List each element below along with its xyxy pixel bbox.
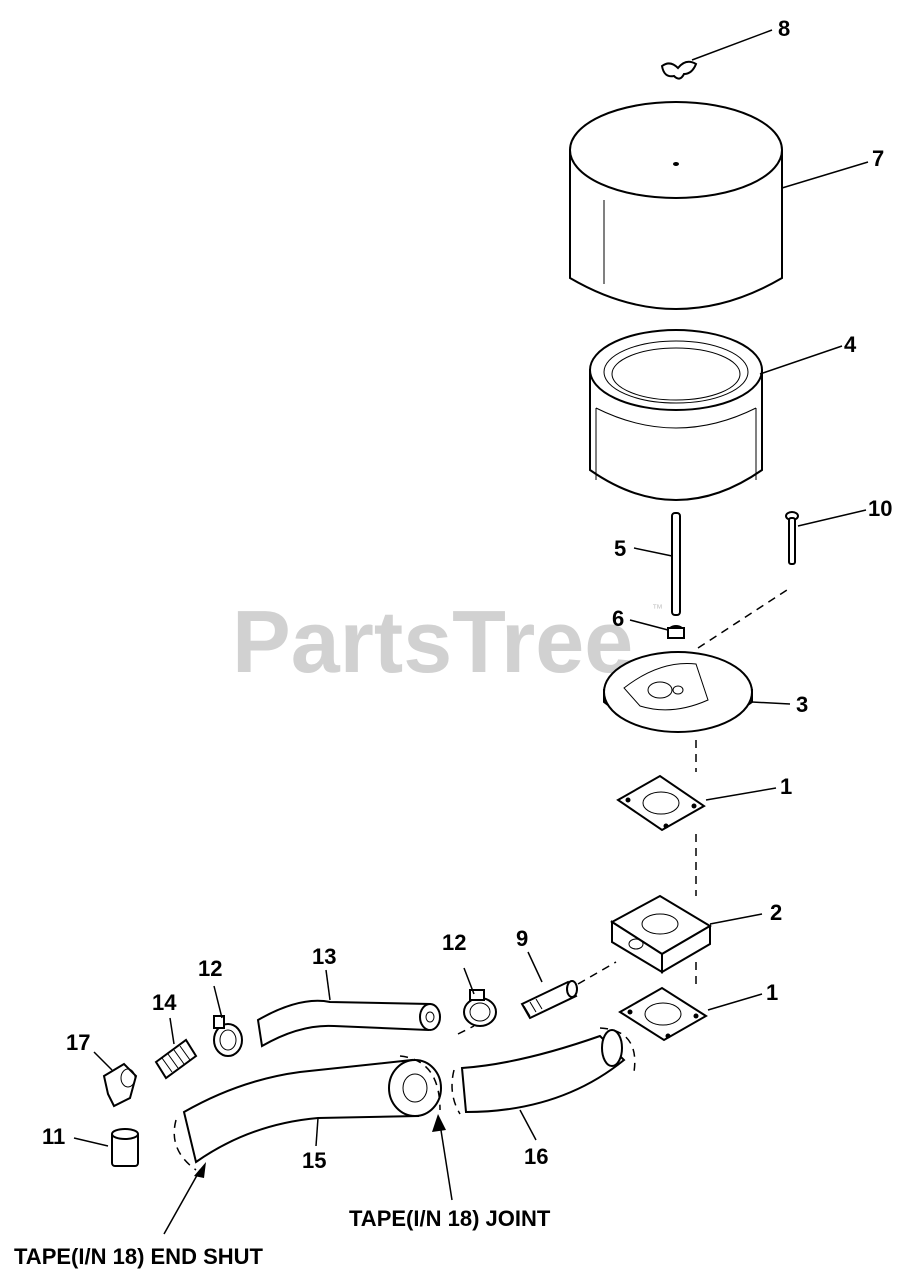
callout-12-left: 12 [198, 956, 222, 981]
callout-10: 10 [868, 496, 892, 521]
part-12-hose-clamp-left[interactable] [213, 1015, 243, 1057]
callout-3: 3 [796, 692, 808, 717]
part-1-gasket-lower[interactable] [618, 986, 708, 1042]
watermark: PartsTree ™ [232, 592, 663, 691]
watermark-trademark: ™ [652, 603, 663, 615]
callout-4: 4 [844, 332, 857, 357]
watermark-text: PartsTree [232, 592, 633, 691]
callout-14: 14 [152, 990, 177, 1015]
callout-6: 6 [612, 606, 624, 631]
callout-7: 7 [872, 146, 884, 171]
part-6-nut[interactable] [667, 625, 685, 639]
part-8-wing-nut[interactable] [660, 60, 698, 80]
part-7-air-cleaner-cover[interactable] [569, 101, 783, 310]
callout-13: 13 [312, 944, 336, 969]
callout-2: 2 [770, 900, 782, 925]
callout-11: 11 [42, 1124, 65, 1149]
part-17-elbow[interactable] [102, 1062, 138, 1108]
callout-12-right: 12 [442, 930, 466, 955]
note-tape-joint: TAPE(I/N 18) JOINT [349, 1206, 551, 1231]
part-12-hose-clamp-right[interactable] [463, 989, 497, 1027]
part-14-barb-fitting[interactable] [154, 1038, 198, 1080]
notes: TAPE(I/N 18) JOINT TAPE(I/N 18) END SHUT [14, 1206, 551, 1269]
callout-1-lower: 1 [766, 980, 778, 1005]
callout-labels: 8 7 4 10 5 6 3 1 2 1 12 9 13 12 14 17 11… [42, 16, 892, 1173]
note-tape-end-shut: TAPE(I/N 18) END SHUT [14, 1244, 264, 1269]
leader-lines [73, 29, 869, 1235]
callout-16: 16 [524, 1144, 548, 1169]
part-11-fitting[interactable] [111, 1128, 139, 1167]
callout-17: 17 [66, 1030, 90, 1055]
part-16-hose[interactable] [451, 1027, 636, 1115]
part-4-air-filter-element[interactable] [589, 329, 763, 501]
callout-1-upper: 1 [780, 774, 792, 799]
part-10-bolt[interactable] [785, 511, 799, 565]
part-3-base-plate[interactable] [603, 651, 753, 733]
part-13-hose[interactable] [256, 999, 441, 1048]
callout-15: 15 [302, 1148, 326, 1173]
callout-8: 8 [778, 16, 790, 41]
part-9-fitting[interactable] [520, 980, 578, 1020]
callout-5: 5 [614, 536, 626, 561]
part-5-stud[interactable] [671, 512, 681, 616]
assembly-lines [457, 587, 791, 1035]
part-2-adapter-block[interactable] [610, 894, 712, 974]
part-15-hose[interactable] [173, 1055, 442, 1171]
part-1-gasket-upper[interactable] [616, 774, 706, 832]
callout-9: 9 [516, 926, 528, 951]
